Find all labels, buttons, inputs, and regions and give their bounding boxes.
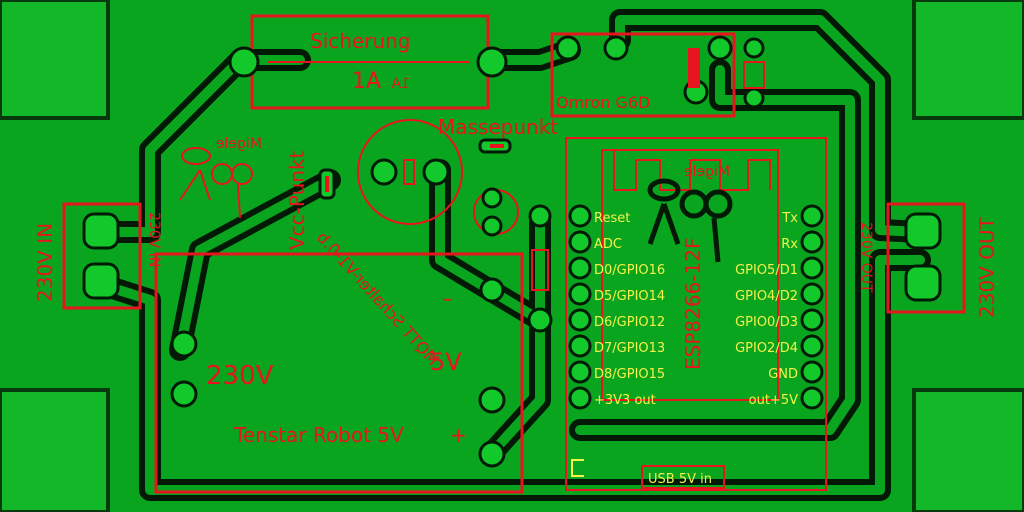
pin-3v3: +3V3 out [594,393,656,408]
logo-esp-text: Migele [684,164,730,180]
psu-pad-ac1 [170,330,198,358]
esp-right-pins [800,204,824,410]
psu-pad-minus [478,440,506,468]
output-label: 230V OUT [975,216,999,318]
psu-outline [154,252,524,494]
output-label-mirror: 230V OUT [858,222,874,293]
pin-d5: D5/GPIO14 [594,289,665,304]
esp-left-pins [568,204,592,410]
psu-plus-label: + [450,423,467,447]
logo-left-text: Migele [216,136,262,152]
fuse-rating: 1A [352,69,381,94]
fuse-label: Sicherung [310,29,411,53]
pin-tx: Tx [781,211,798,226]
pin-rx: Rx [781,237,798,252]
pin-d4: GPIO2/D4 [735,341,798,356]
usb-label: USB 5V in [648,472,712,487]
resistor-pad-2 [527,307,553,333]
esp-shield-outline [601,149,779,401]
esp-left-pin-labels: Reset ADC D0/GPIO16 D5/GPIO14 D6/GPIO12 … [594,211,665,408]
psu-230v-label: 230V [206,361,274,391]
psu-5v-label: 5V [430,348,462,376]
esp-antenna [613,150,771,191]
usb-bracket [571,459,584,477]
pin-d7: D7/GPIO13 [594,341,665,356]
logo-left [179,147,253,219]
input-connector-outline [62,202,142,310]
pin-adc: ADC [594,237,622,252]
relay-diode [688,48,700,88]
copper-traces [95,15,925,495]
esp-right-pin-labels: Tx Rx GPIO5/D1 GPIO4/D2 GPIO0/D3 GPIO2/D… [735,211,798,408]
capacitor-pad-1 [370,158,398,186]
logo-esp [647,178,733,263]
output-pad-1 [904,212,942,250]
capacitor-outline [357,119,463,225]
psu-name-label: Tenstar Robot 5V [233,423,404,447]
pin-d8: D8/GPIO15 [594,367,665,382]
pin-d6: D6/GPIO12 [594,315,665,330]
massepunkt-label: Massepunkt [438,115,558,139]
vcc-punkt-label: Vcc-Punkt [285,150,309,250]
esp-name-label: ESP8266-12F [681,238,705,370]
relay-pad-2 [603,35,629,61]
transistor-pad-1 [481,187,503,209]
capacitor-pad-2 [422,158,450,186]
fuse-pad-2 [476,46,508,78]
psu-minus-label: – [442,287,453,312]
psu-pad-ac2 [170,380,198,408]
output-connector-outline [886,202,966,314]
relay-outline [550,32,736,118]
mount-pad-bl [0,388,110,512]
pin-reset: Reset [594,211,630,226]
relay-side-pad-1 [743,37,765,59]
fuse-pad-1 [228,46,260,78]
relay-pad-1 [555,35,581,61]
pin-d2: GPIO4/D2 [735,289,798,304]
input-pad-1 [82,212,120,250]
output-pad-2 [904,264,942,302]
input-label-mirror: 230V IN [146,212,162,267]
fuse-rating-mirror: 1A [391,76,410,92]
input-pad-2 [82,262,120,300]
transistor-pad-2 [481,215,503,237]
resistor-pad-1 [479,277,505,303]
relay-pad-4 [707,35,733,61]
psu-pad-plus [478,386,506,414]
esp-outline [565,137,827,491]
resistor-outline [531,249,549,291]
relay-side-part [743,61,765,89]
mount-pad-tr [912,0,1024,120]
pin-d0: D0/GPIO16 [594,263,665,278]
pin-d3: GPIO0/D3 [735,315,798,330]
relay-side-pad-2 [743,87,765,109]
mount-pad-br [912,388,1024,512]
transistor-pad-3 [528,204,552,228]
mount-pad-tl [0,0,110,120]
relay-label: Omron G6D [556,93,650,112]
usb-outline [641,465,725,489]
pin-5v: out+5V [749,393,798,408]
pin-d1: GPIO5/D1 [735,263,798,278]
pin-gnd: GND [768,367,798,382]
input-label: 230V IN [33,223,57,302]
